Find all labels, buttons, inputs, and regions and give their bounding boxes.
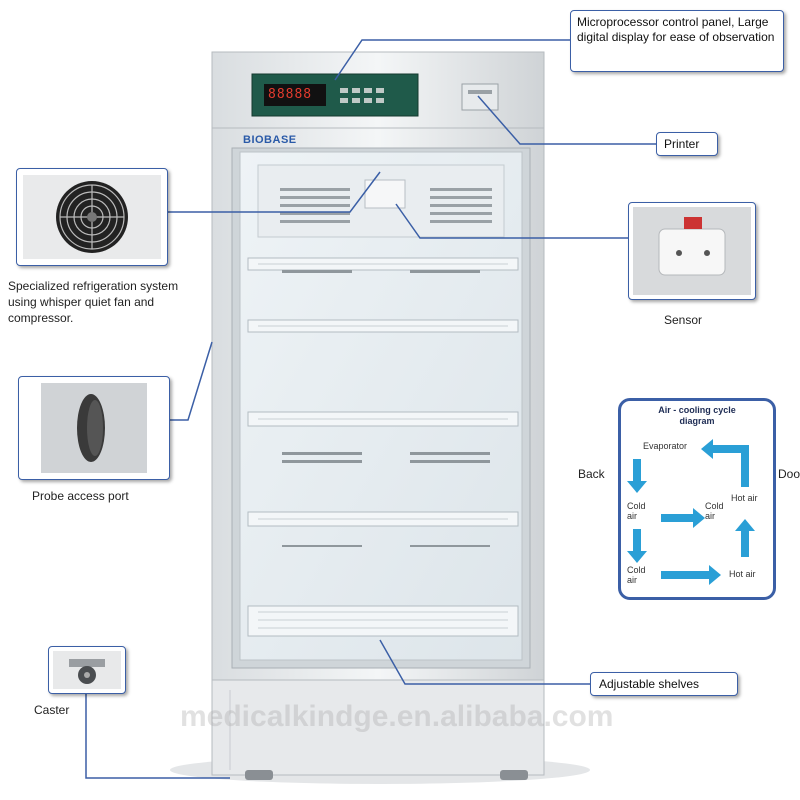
sensor-label: Sensor [664, 313, 703, 327]
caster-label: Caster [34, 703, 70, 717]
control-panel-callout: Microprocessor control panel, Large digi… [570, 10, 784, 72]
air-cycle-arrows [627, 439, 755, 585]
probe-port-icon [41, 383, 147, 473]
caster-image [48, 646, 126, 694]
probe-port-label: Probe access port [32, 489, 129, 503]
refrigeration-label: Specialized refrigeration system using w… [8, 279, 179, 325]
printer-label: Printer [664, 137, 700, 151]
hot-air-label-1: Hot air [731, 493, 758, 503]
air-cycle-title-line2: diagram [679, 416, 715, 426]
cold-air-label-1: Cold air [627, 501, 646, 521]
printer-callout: Printer [656, 132, 718, 156]
cold-air-label-3: Cold air [627, 565, 646, 585]
air-cycle-title-line1: Air - cooling cycle [658, 405, 736, 415]
sensor-image [628, 202, 756, 300]
shelves-callout: Adjustable shelves [590, 672, 738, 696]
sensor-icon [633, 207, 751, 295]
door-label: Door [778, 467, 800, 481]
brand-logo: BIOBASE [243, 134, 297, 146]
fan-image [16, 168, 168, 266]
control-panel-label: Microprocessor control panel, Large digi… [577, 15, 775, 44]
air-cycle-diagram: Air - cooling cycle diagram Evaporator C… [618, 398, 776, 600]
caster-icon [53, 651, 121, 689]
fan-icon [23, 175, 161, 259]
air-cycle-title: Air - cooling cycle diagram [621, 405, 773, 427]
cold-air-label-2: Cold air [705, 501, 724, 521]
watermark: medicalkindge.en.alibaba.com [180, 700, 614, 733]
display-readout: 88888 [268, 87, 313, 102]
evaporator-label: Evaporator [643, 441, 688, 451]
shelves-label: Adjustable shelves [599, 677, 700, 691]
probe-port-image [18, 376, 170, 480]
back-label: Back [578, 467, 605, 481]
hot-air-label-2: Hot air [729, 569, 756, 579]
